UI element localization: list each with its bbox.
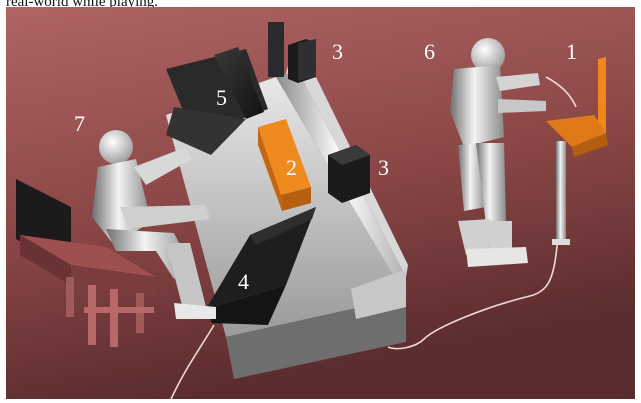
label-3-top: 3 — [332, 39, 343, 64]
figure-caption: real-world while playing. — [6, 0, 159, 10]
laptop-5 — [166, 47, 268, 155]
laptop-4 — [206, 207, 316, 325]
label-6: 6 — [424, 39, 435, 64]
standing-person-6 — [450, 38, 546, 267]
label-2: 2 — [286, 155, 297, 180]
seated-person-7 — [92, 130, 216, 319]
label-5: 5 — [216, 85, 227, 110]
number-labels: 1 2 3 3 4 5 6 7 — [74, 39, 577, 294]
orange-device-2 — [258, 119, 311, 211]
label-1: 1 — [566, 39, 577, 64]
label-7: 7 — [74, 111, 85, 136]
black-box-3-middle — [328, 145, 370, 203]
label-3-middle: 3 — [378, 155, 389, 180]
scene-render: 1 2 3 3 4 5 6 7 — [6, 7, 635, 399]
orange-device-1 — [546, 57, 608, 245]
chair — [16, 179, 156, 347]
black-box-3-top — [268, 22, 316, 83]
label-4: 4 — [238, 269, 249, 294]
